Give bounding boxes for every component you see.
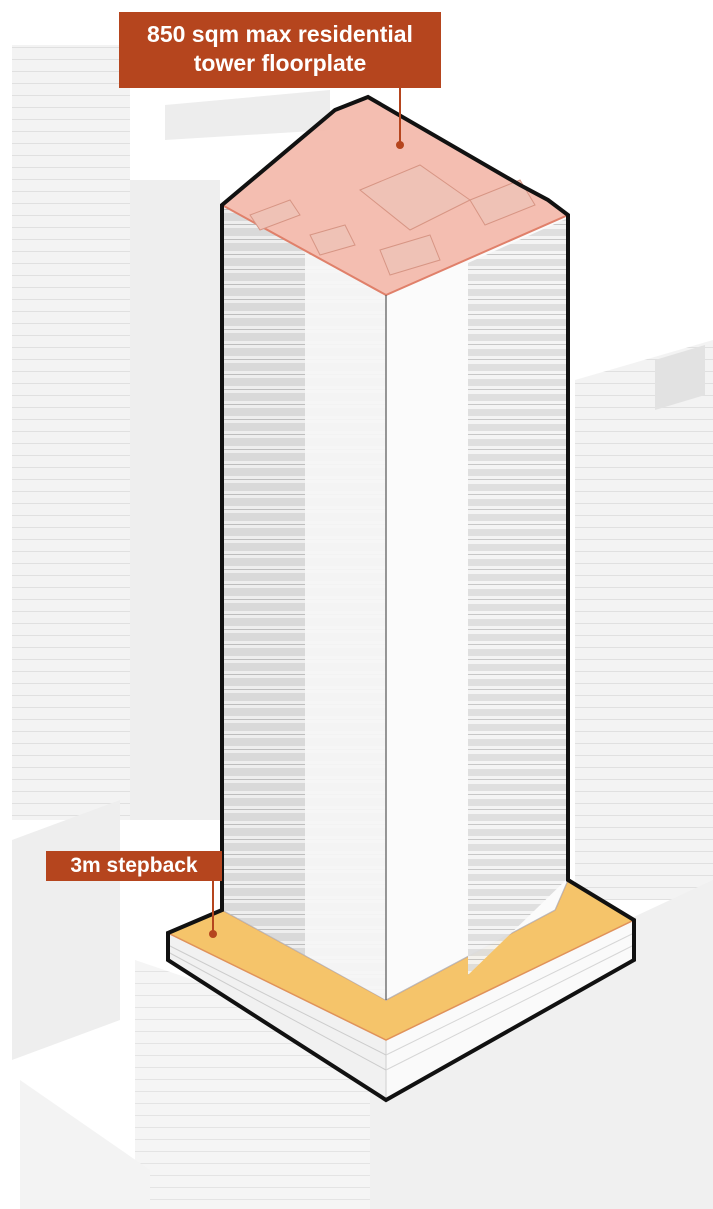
- floorplate-callout-line1: 850 sqm max residential: [119, 20, 441, 49]
- floorplate-leader-dot: [396, 141, 404, 149]
- stepback-leader-dot: [209, 930, 217, 938]
- floorplate-callout-line2: tower floorplate: [119, 49, 441, 78]
- stepback-callout: 3m stepback: [46, 851, 222, 881]
- floorplate-callout: 850 sqm max residential tower floorplate: [119, 12, 441, 88]
- tower-right-balconies: [468, 218, 568, 975]
- tower-left-facade-panel: [305, 252, 386, 1000]
